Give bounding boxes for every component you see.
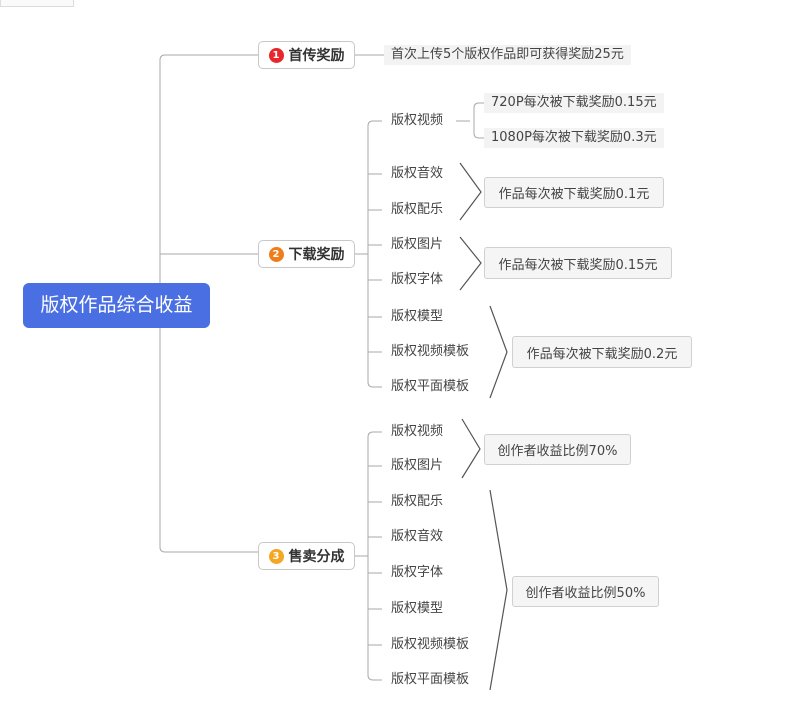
download-item[interactable]: 版权图片 <box>391 237 444 252</box>
sales-item[interactable]: 版权视频模板 <box>391 637 470 652</box>
number-badge-1: 1 <box>268 47 284 63</box>
sales-item[interactable]: 版权模型 <box>391 601 444 616</box>
download-item[interactable]: 版权配乐 <box>391 202 444 217</box>
number-badge-2: 2 <box>268 246 284 262</box>
share-70-percent[interactable]: 创作者收益比例70% <box>484 434 631 465</box>
sales-item[interactable]: 版权音效 <box>391 529 444 544</box>
share-50-percent[interactable]: 创作者收益比例50% <box>512 576 659 607</box>
download-item[interactable]: 版权模型 <box>391 309 444 324</box>
video-720p-note[interactable]: 720P每次被下载奖励0.15元 <box>484 93 664 113</box>
sales-item[interactable]: 版权配乐 <box>391 494 444 509</box>
reward-audio-music[interactable]: 作品每次被下载奖励0.1元 <box>484 177 664 208</box>
video-1080p-note[interactable]: 1080P每次被下载奖励0.3元 <box>484 128 664 148</box>
branch-label: 下载奖励 <box>288 247 345 263</box>
root-node[interactable]: 版权作品综合收益 <box>23 283 210 328</box>
branch-label: 首传奖励 <box>288 48 345 64</box>
sales-item[interactable]: 版权图片 <box>391 458 444 473</box>
download-item[interactable]: 版权字体 <box>391 272 444 287</box>
reward-image-font[interactable]: 作品每次被下载奖励0.15元 <box>484 247 672 279</box>
download-item[interactable]: 版权平面模板 <box>391 379 470 394</box>
sales-item[interactable]: 版权平面模板 <box>391 672 470 687</box>
top-partial-box <box>0 0 74 7</box>
sales-item[interactable]: 版权视频 <box>391 424 444 439</box>
branch-label: 售卖分成 <box>288 549 345 565</box>
download-item[interactable]: 版权视频 <box>391 113 444 128</box>
branch-first-upload[interactable]: 1 首传奖励 <box>258 41 355 69</box>
number-badge-3: 3 <box>268 548 284 564</box>
branch-download-reward[interactable]: 2 下载奖励 <box>258 240 355 268</box>
first-upload-note[interactable]: 首次上传5个版权作品即可获得奖励25元 <box>384 45 631 65</box>
reward-model-templates[interactable]: 作品每次被下载奖励0.2元 <box>512 336 692 368</box>
branch-sales-share[interactable]: 3 售卖分成 <box>258 542 355 570</box>
sales-item[interactable]: 版权字体 <box>391 565 444 580</box>
download-item[interactable]: 版权视频模板 <box>391 344 470 359</box>
download-item[interactable]: 版权音效 <box>391 166 444 181</box>
